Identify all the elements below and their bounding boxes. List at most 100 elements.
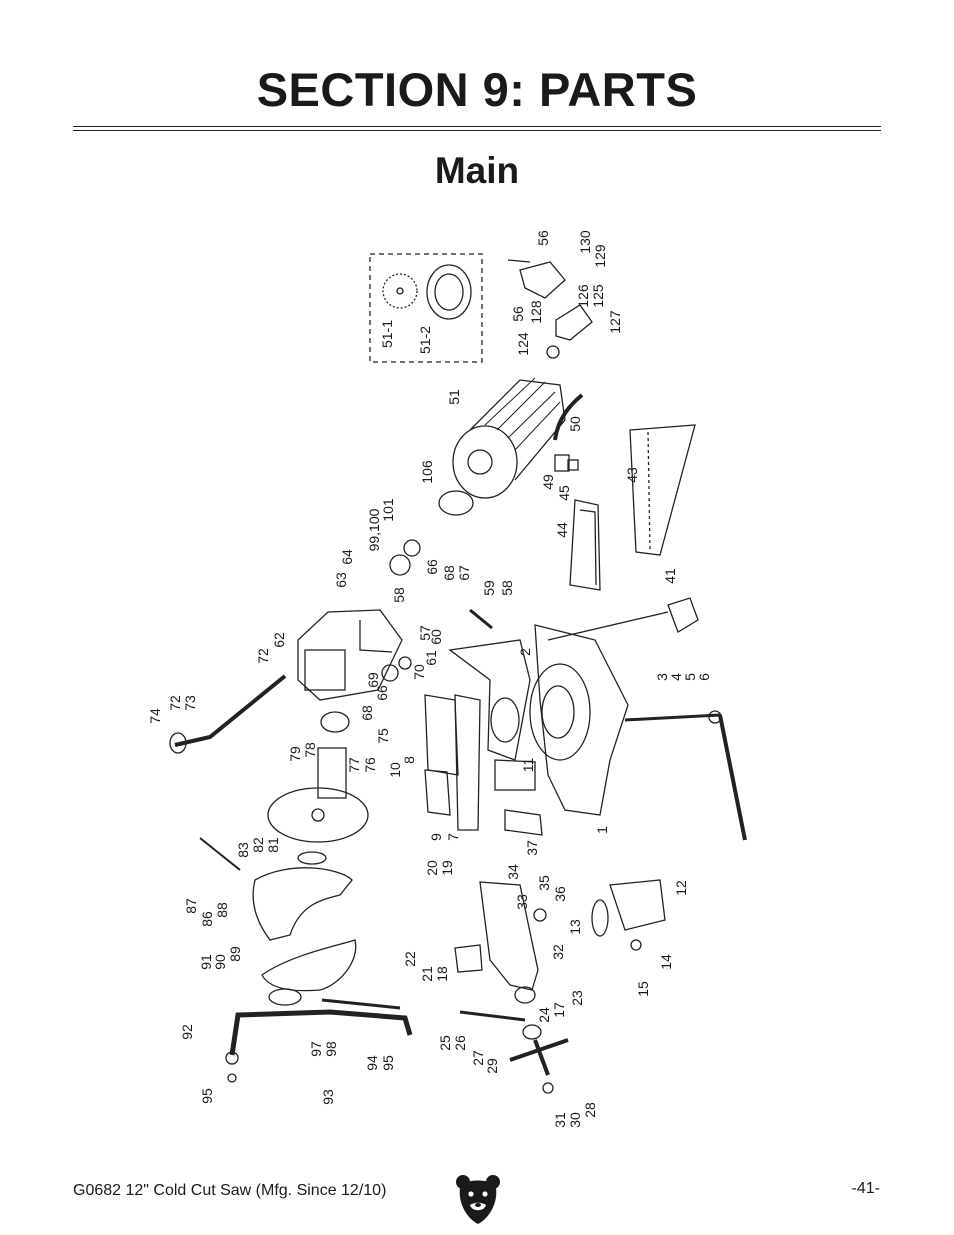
callout-4: 4	[668, 673, 684, 681]
callout-29: 29	[484, 1058, 500, 1074]
callout-13: 13	[567, 919, 583, 935]
callout-81: 81	[265, 837, 281, 853]
callout-61: 61	[423, 650, 439, 666]
callout-64: 64	[339, 549, 355, 565]
callout-17: 17	[551, 1002, 567, 1018]
callout-56: 56	[535, 230, 551, 246]
callout-77: 77	[346, 757, 362, 773]
callout-129: 129	[592, 244, 608, 268]
callout-82: 82	[250, 837, 266, 853]
callout-95: 95	[380, 1055, 396, 1071]
callout-59: 59	[481, 580, 497, 596]
callout-1: 1	[594, 826, 610, 834]
callout-125: 125	[590, 284, 606, 308]
callout-27: 27	[470, 1050, 486, 1066]
callout-73: 73	[182, 695, 198, 711]
callout-126: 126	[575, 284, 591, 308]
callout-97: 97	[308, 1041, 324, 1057]
section-title: SECTION 9: PARTS	[256, 63, 698, 116]
footer-model-text: G0682 12" Cold Cut Saw (Mfg. Since 12/10…	[73, 1182, 387, 1199]
callout-51-1: 51-1	[379, 320, 395, 348]
callout-67: 67	[456, 565, 472, 581]
callout-18: 18	[434, 966, 450, 982]
saw-blade	[267, 787, 369, 843]
callout-72: 72	[255, 648, 271, 664]
callout-15: 15	[635, 981, 651, 997]
saw-base	[534, 624, 629, 816]
callout-92: 92	[179, 1024, 195, 1040]
callout-66: 66	[374, 685, 390, 701]
callout-8: 8	[401, 756, 417, 764]
callout-37: 37	[524, 840, 540, 856]
callout-45: 45	[556, 485, 572, 501]
callout-62: 62	[271, 632, 287, 648]
callout-30: 30	[567, 1112, 583, 1128]
callout-56: 56	[510, 306, 526, 322]
callout-34: 34	[505, 864, 521, 880]
callout-23: 23	[569, 990, 585, 1006]
callout-5: 5	[682, 673, 698, 681]
callout-68: 68	[359, 705, 375, 721]
title-rule	[73, 126, 881, 131]
callout-78: 78	[302, 742, 318, 758]
footer-page-number: -41-	[851, 1180, 880, 1197]
callout-93: 93	[320, 1089, 336, 1105]
callout-58: 58	[391, 587, 407, 603]
callout-22: 22	[402, 951, 418, 967]
callout-3: 3	[654, 673, 670, 681]
callout-86: 86	[199, 911, 215, 927]
callout-87: 87	[183, 898, 199, 914]
coolant-tray	[569, 499, 601, 591]
callout-51-2: 51-2	[417, 326, 433, 354]
callout-35: 35	[536, 875, 552, 891]
bear-head-logo	[456, 1175, 500, 1224]
callout-36: 36	[552, 886, 568, 902]
callout-44: 44	[554, 522, 570, 538]
diagram-subtitle: Main	[434, 150, 520, 191]
callout-33: 33	[514, 894, 530, 910]
callout-94: 94	[364, 1055, 380, 1071]
callout-74: 74	[147, 708, 163, 724]
callout-83: 83	[235, 842, 251, 858]
callout-99,100: 99,100	[366, 508, 382, 551]
callout-98: 98	[323, 1041, 339, 1057]
inset-box	[369, 253, 483, 363]
callout-124: 124	[515, 332, 531, 356]
callout-72: 72	[167, 695, 183, 711]
support-rod	[629, 424, 696, 556]
callout-89: 89	[227, 946, 243, 962]
callout-41: 41	[662, 568, 678, 584]
saw-blade-small	[382, 273, 418, 309]
callout-43: 43	[624, 467, 640, 483]
callout-58: 58	[499, 580, 515, 596]
callout-60: 60	[428, 629, 444, 645]
callout-20: 20	[424, 860, 440, 876]
callout-63: 63	[333, 572, 349, 588]
stand-leg	[229, 1009, 413, 1056]
callout-66: 66	[424, 559, 440, 575]
callout-25: 25	[437, 1035, 453, 1051]
callout-32: 32	[550, 944, 566, 960]
callout-127: 127	[607, 310, 623, 334]
callout-68: 68	[441, 565, 457, 581]
motor-body	[452, 425, 518, 499]
callout-26: 26	[452, 1035, 468, 1051]
callout-2: 2	[517, 648, 533, 656]
callout-12: 12	[673, 880, 689, 896]
callout-57: 57	[417, 625, 433, 641]
callout-50: 50	[567, 416, 583, 432]
blade-guard	[252, 867, 353, 941]
callout-51: 51	[446, 389, 462, 405]
grinding-wheel	[426, 264, 472, 320]
callout-90: 90	[212, 954, 228, 970]
callout-106: 106	[419, 460, 435, 484]
callout-76: 76	[362, 757, 378, 773]
callout-10: 10	[387, 762, 403, 778]
callout-95: 95	[199, 1088, 215, 1104]
callout-75: 75	[375, 728, 391, 744]
callout-101: 101	[380, 498, 396, 522]
callout-7: 7	[445, 833, 461, 841]
callout-9: 9	[428, 833, 444, 841]
callout-79: 79	[287, 746, 303, 762]
